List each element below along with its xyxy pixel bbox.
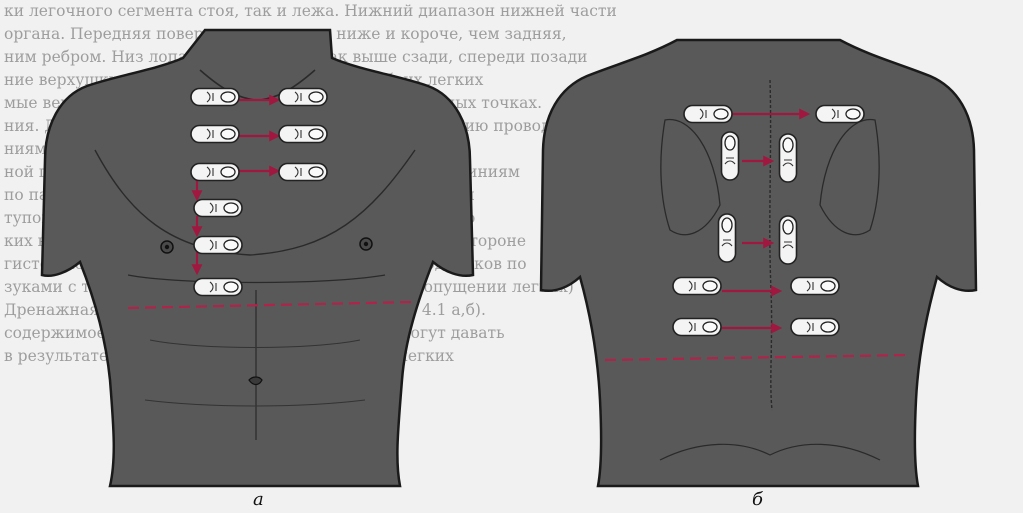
figure-caption-a: а [253, 489, 264, 510]
pleximeter-finger-icon [722, 132, 739, 180]
pleximeter-finger-icon [191, 126, 239, 143]
pleximeter-finger-icon [279, 126, 327, 143]
pleximeter-finger-icon [791, 319, 839, 336]
pleximeter-finger-icon [673, 278, 721, 295]
pleximeter-finger-icon [191, 89, 239, 106]
back-torso-figure [541, 40, 976, 486]
pleximeter-finger-icon [279, 164, 327, 181]
figure-caption-b: б [752, 489, 763, 510]
front-torso-figure [42, 30, 473, 486]
pleximeter-finger-icon [684, 106, 732, 123]
pleximeter-finger-icon [194, 200, 242, 217]
pleximeter-finger-icon [816, 106, 864, 123]
pleximeter-finger-icon [279, 89, 327, 106]
pleximeter-finger-icon [191, 164, 239, 181]
pleximeter-finger-icon [719, 214, 736, 262]
pleximeter-finger-icon [673, 319, 721, 336]
pleximeter-finger-icon [780, 134, 797, 182]
pleximeter-finger-icon [194, 237, 242, 254]
back-torso-silhouette [541, 40, 976, 486]
pleximeter-finger-icon [194, 279, 242, 296]
front-torso-silhouette [42, 30, 473, 486]
pleximeter-finger-icon [780, 216, 797, 264]
pleximeter-finger-icon [791, 278, 839, 295]
